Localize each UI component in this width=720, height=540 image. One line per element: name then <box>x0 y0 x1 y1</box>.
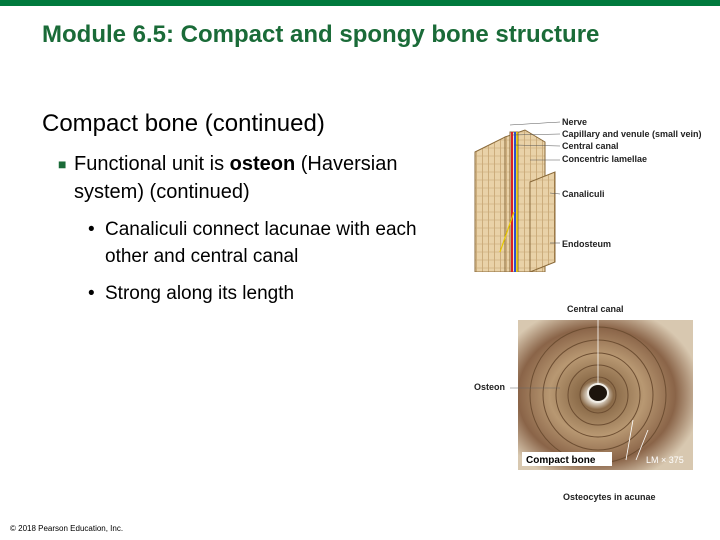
dot-bullet-icon: • <box>88 283 95 304</box>
micro-label-osteon: Osteon <box>474 382 506 392</box>
osteon-pointer-line <box>510 387 560 389</box>
slide-title: Module 6.5: Compact and spongy bone stru… <box>42 21 600 48</box>
micro-label-compact-bone: Compact bone <box>526 455 596 466</box>
diagram-leader-lines <box>509 121 561 244</box>
dot-bullet-icon: • <box>88 219 95 240</box>
top-accent-bar <box>0 0 720 6</box>
copyright-notice: © 2018 Pearson Education, Inc. <box>10 524 124 533</box>
micro-label-magnification: LM × 375 <box>646 455 684 465</box>
bullet-strong-text: Strong along its length <box>105 283 295 304</box>
section-heading: Compact bone (continued) <box>42 110 325 138</box>
bullet-osteon-post: (Haversian system) (continued) <box>74 153 398 203</box>
label-concentric-lamellae: Concentric lamellae <box>562 154 648 164</box>
bullet-strong: • Strong along its length <box>88 280 448 307</box>
label-endosteum: Endosteum <box>562 239 612 249</box>
bullet-osteon-bold: osteon <box>229 153 296 175</box>
osteon-micrograph <box>518 320 693 470</box>
bullet-osteon-text: Functional unit is osteon (Haversian sys… <box>74 150 458 206</box>
bullet-canaliculi-text: Canaliculi connect lacunae with each oth… <box>105 219 417 267</box>
label-canaliculi: Canaliculi <box>562 189 605 199</box>
micro-label-osteocytes: Osteocytes in acunae <box>563 492 656 502</box>
micro-label-central-canal: Central canal <box>567 304 624 314</box>
bullet-osteon-pre: Functional unit is <box>74 153 230 175</box>
heading-bold: Compact bone <box>42 110 199 137</box>
heading-rest: (continued) <box>198 110 325 137</box>
bullet-canaliculi: • Canaliculi connect lacunae with each o… <box>88 216 448 270</box>
label-central-canal: Central canal <box>562 141 619 151</box>
label-nerve: Nerve <box>562 117 588 127</box>
bullet-osteon: ■ Functional unit is osteon (Haversian s… <box>58 150 458 206</box>
osteon-diagram <box>474 129 556 272</box>
square-bullet-icon: ■ <box>58 156 67 172</box>
label-capillary: Capillary and venule (small vein) <box>562 129 702 139</box>
